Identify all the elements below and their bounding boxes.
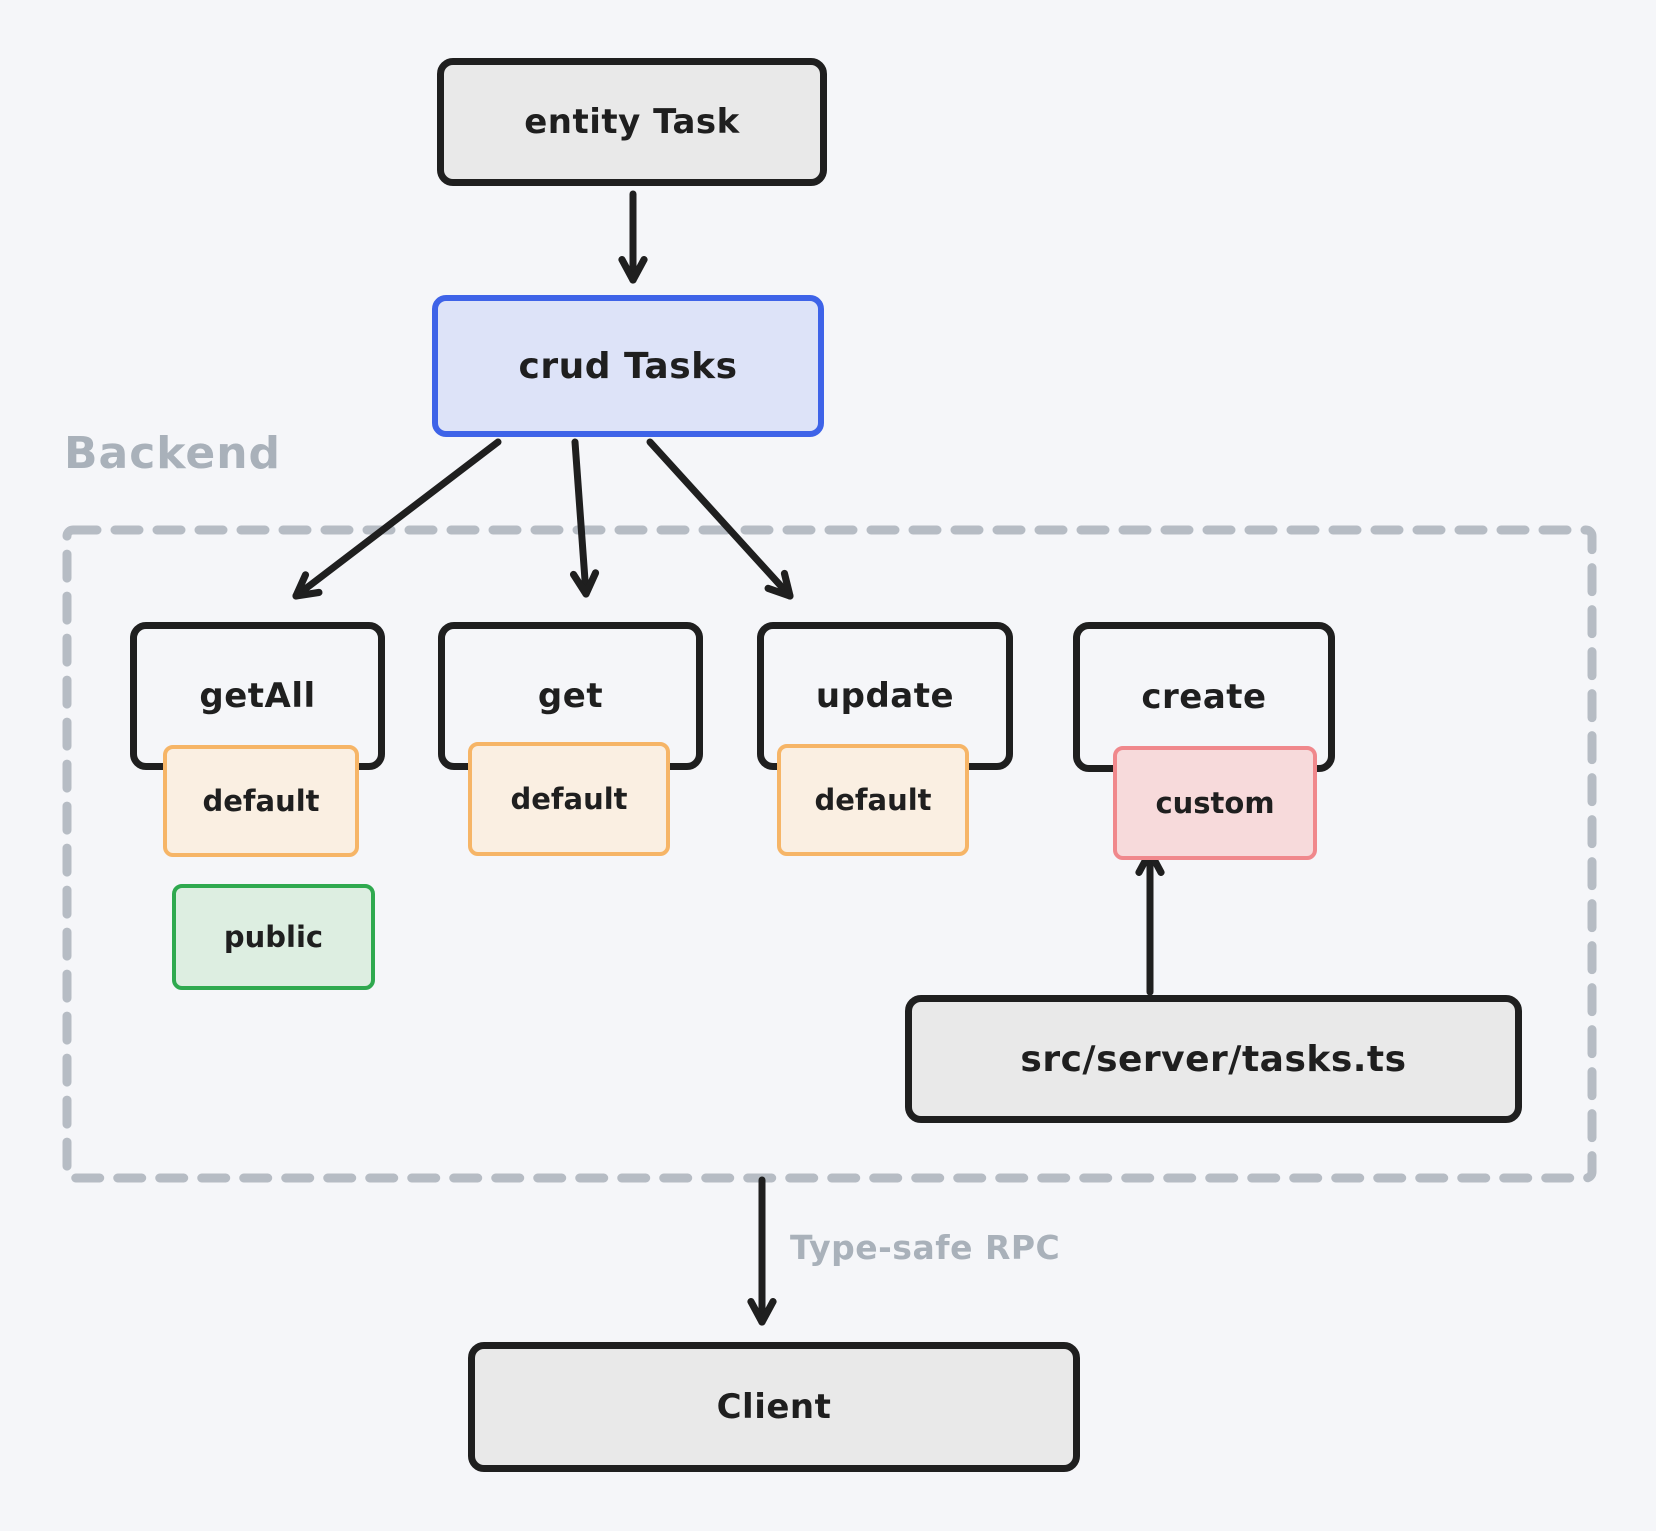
node-op-update-label: update [815,676,955,716]
node-server-file: src/server/tasks.ts [905,995,1522,1123]
edge-crud-to-update [646,438,794,600]
badge-getall-public: public [172,884,375,990]
node-entity-task-label: entity Task [524,102,740,142]
node-crud-tasks: crud Tasks [432,295,824,437]
node-crud-tasks-label: crud Tasks [518,345,738,387]
badge-get-default-label: default [510,782,628,816]
node-op-getall-label: getAll [199,676,316,716]
badge-getall-public-label: public [223,920,324,954]
node-op-create-label: create [1141,677,1267,717]
badge-get-default: default [468,742,670,856]
badge-create-custom: custom [1113,746,1317,860]
edge-crud-to-get [569,438,600,598]
badge-update-default-label: default [814,783,932,817]
node-client-label: Client [716,1387,832,1427]
badge-getall-default-label: default [202,784,320,818]
node-entity-task: entity Task [437,58,827,186]
badge-update-default: default [777,744,969,856]
rpc-edge-label: Type-safe RPC [790,1228,1061,1267]
node-op-get-label: get [537,676,604,716]
badge-getall-default: default [163,745,359,857]
badge-create-custom-label: custom [1155,786,1275,820]
backend-region-label: Backend [64,428,282,479]
node-client: Client [468,1342,1080,1472]
backend-region-border [62,525,1597,1183]
node-server-file-label: src/server/tasks.ts [1020,1038,1407,1080]
edge-crud-to-getall [292,438,502,600]
